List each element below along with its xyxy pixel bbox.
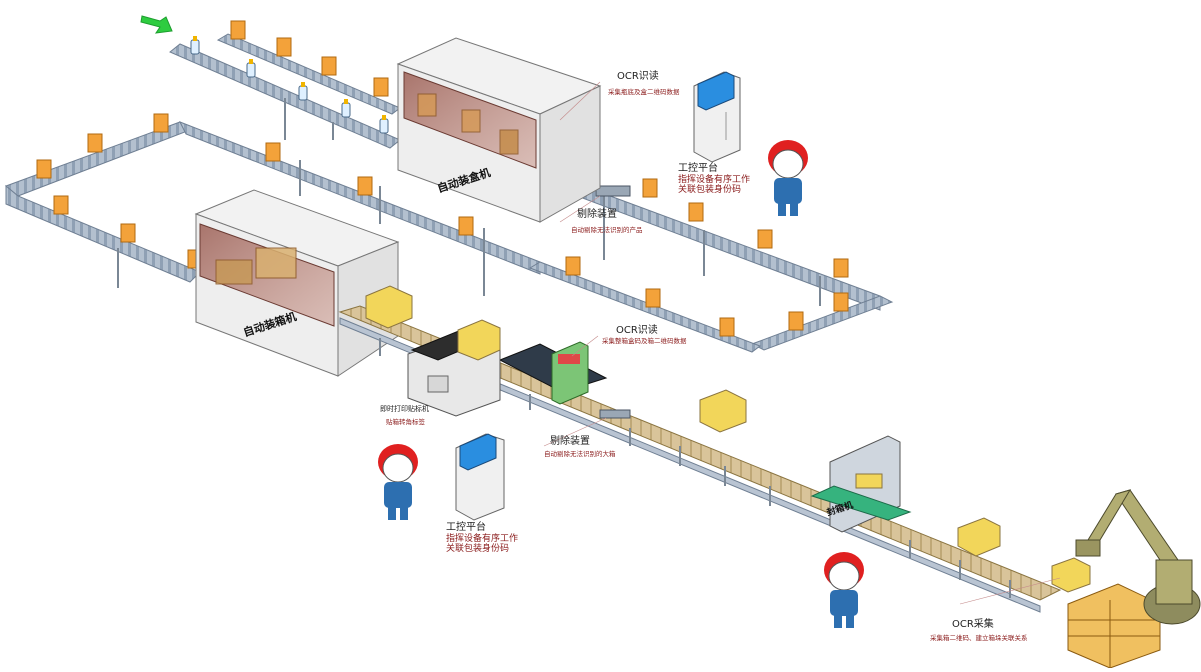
- ocr-top-desc: 采集瓶底及盒二维码数据: [608, 88, 680, 96]
- box-packer-machine: [396, 37, 602, 223]
- reject-top-desc: 自动剔除无法识别的产品: [571, 226, 643, 234]
- worker-icon: [768, 140, 808, 216]
- robot-arm-icon: [1075, 489, 1201, 625]
- green-arrow-icon: [140, 15, 173, 34]
- carton-line: [338, 305, 1062, 613]
- control-kiosk-icon: [693, 71, 741, 163]
- ocr-mid-desc: 采集整箱盒码及箱二维码数据: [602, 337, 687, 345]
- printer-desc: 贴箱转角标签: [386, 418, 425, 426]
- bottle-icon: [190, 36, 200, 55]
- loop-boxes: [36, 113, 849, 337]
- bottle-icon: [298, 82, 308, 101]
- reject-mid-title: 剔除装置: [550, 436, 590, 447]
- worker-icon: [824, 552, 864, 628]
- cartons: [365, 285, 1091, 593]
- ipc-top-title: 工控平台: [678, 163, 718, 174]
- ocr-top-title: OCR识读: [617, 71, 659, 82]
- ipc-bottom-desc: 指挥设备有序工作 关联包装身份码: [446, 534, 519, 554]
- bottle-icon: [379, 115, 389, 134]
- ipc-top-desc: 指挥设备有序工作 关联包装身份码: [678, 175, 751, 195]
- reject-gate-top: [595, 185, 631, 197]
- reject-mid-desc: 自动剔除无法识别的大箱: [544, 450, 616, 458]
- ipc-bottom-title: 工控平台: [446, 522, 486, 533]
- leader-lines: [543, 81, 1061, 605]
- bottle-icon: [341, 99, 351, 118]
- ocr-bottom-desc: 采集箱二维码、建立箱垛关联关系: [930, 634, 1028, 642]
- bottle-icon: [246, 59, 256, 78]
- ocr-mid-title: OCR识读: [616, 325, 658, 336]
- feed-boxes: [230, 20, 389, 97]
- case-packer-machine: [194, 189, 400, 377]
- worker-icon: [378, 444, 418, 520]
- bottle-conveyor: [169, 33, 401, 149]
- printer-title: 即时打印贴标机: [380, 405, 429, 413]
- ocr-bottom-title: OCR采集: [952, 619, 994, 630]
- control-kiosk-icon: [455, 433, 505, 521]
- reject-top-title: 剔除装置: [577, 209, 617, 220]
- pallet-stack: [1067, 583, 1161, 669]
- bottles: [190, 36, 389, 134]
